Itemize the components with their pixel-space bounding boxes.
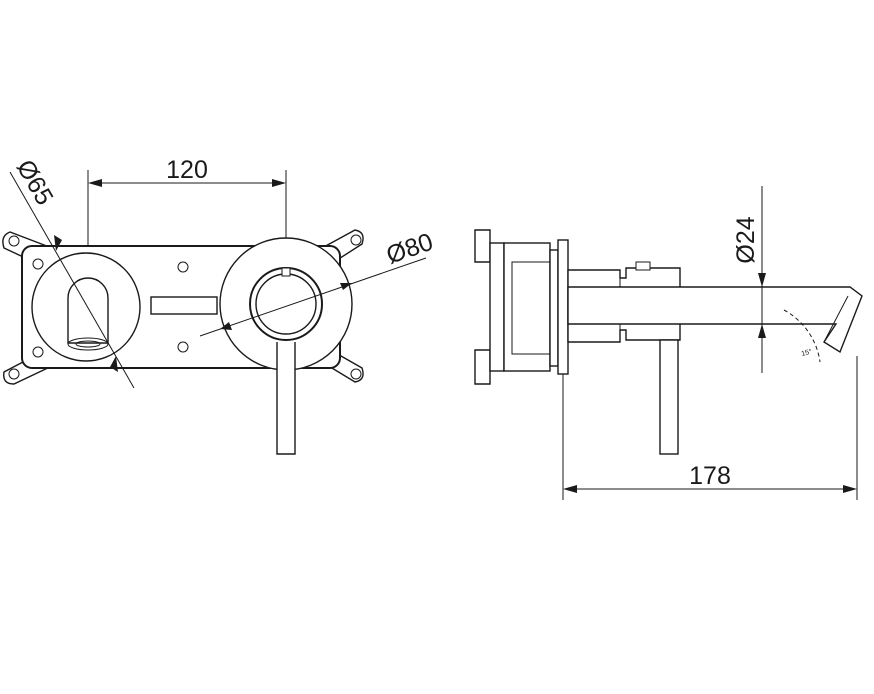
screw-hole bbox=[177, 261, 189, 273]
handle-collar bbox=[249, 267, 323, 341]
wall-plate bbox=[557, 239, 569, 375]
handle-cap bbox=[281, 267, 291, 277]
spout-angle-arc bbox=[783, 309, 821, 363]
dim-text-dia24: Ø24 bbox=[732, 216, 760, 263]
dim-text-178: 178 bbox=[689, 462, 731, 490]
dimension-dia24: Ø24 bbox=[732, 186, 766, 373]
spout-outlet bbox=[67, 277, 109, 351]
dimension-178: 178 bbox=[562, 356, 858, 500]
dimension-120: 120 bbox=[87, 156, 287, 246]
screw-hole bbox=[32, 346, 44, 358]
spout-rosette bbox=[31, 252, 141, 362]
spout-side bbox=[567, 286, 863, 354]
screw-hole bbox=[32, 258, 44, 270]
screw-hole bbox=[177, 341, 189, 353]
dim-text-dia65: Ø65 bbox=[11, 155, 59, 210]
body-side-cap bbox=[549, 249, 559, 367]
handle-lever-side bbox=[659, 339, 679, 455]
mounting-flange bbox=[474, 229, 505, 385]
angle-label: 15° bbox=[800, 347, 812, 358]
handle-lever bbox=[276, 342, 296, 455]
dim-text-120: 120 bbox=[166, 156, 208, 184]
centre-slot bbox=[150, 296, 218, 315]
front-view: 120 Ø65 Ø80 bbox=[2, 155, 437, 455]
dim-text-dia80: Ø80 bbox=[383, 228, 437, 270]
side-view: 15° Ø24 178 bbox=[474, 186, 863, 500]
